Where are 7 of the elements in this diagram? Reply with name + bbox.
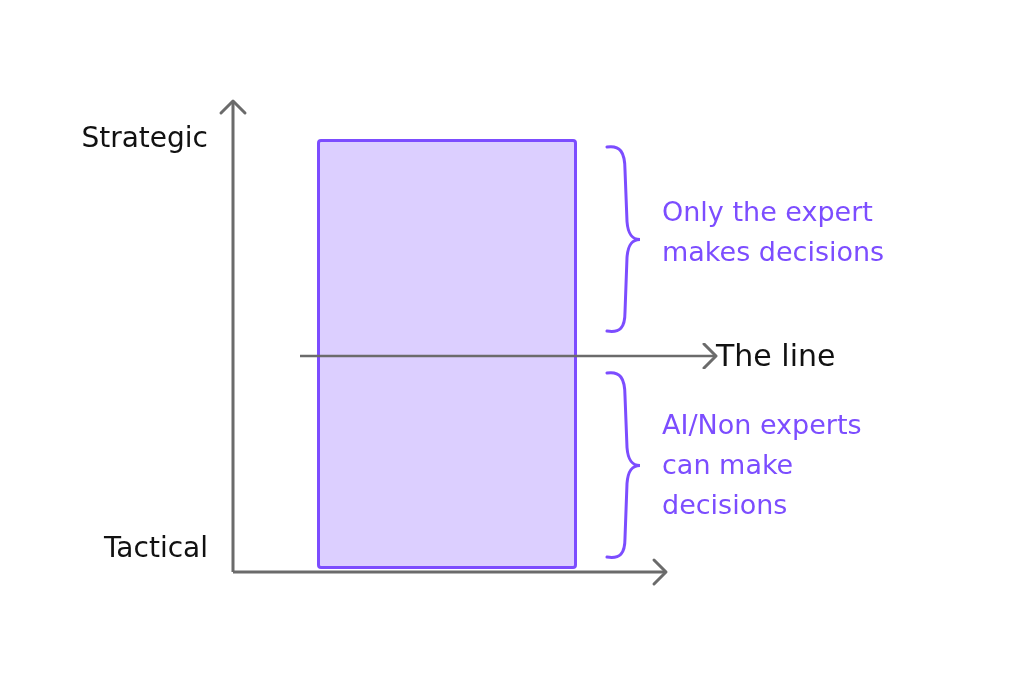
note-text: AI/Non experts can make decisions <box>662 409 862 520</box>
shaded-block <box>317 139 577 569</box>
axis-label: Strategic <box>81 121 208 154</box>
axis-label: Tactical <box>103 531 208 564</box>
note-text: Only the expert makes decisions <box>662 196 885 267</box>
line-label: The line <box>716 338 836 374</box>
arrow <box>300 342 718 370</box>
